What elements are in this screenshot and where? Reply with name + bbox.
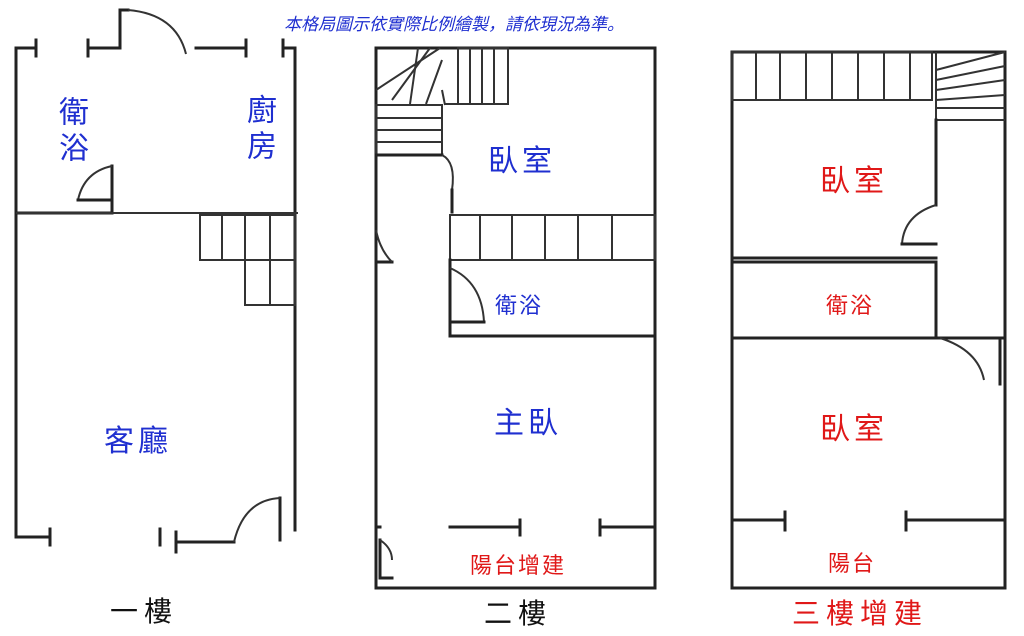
floor2-balcony-label: 陽台增建: [470, 554, 567, 579]
floor1-title: 一樓: [110, 595, 179, 628]
floor1-living-room-label: 客廳: [104, 424, 172, 459]
floor2-stairs-middle: [449, 214, 656, 261]
floor1-kitchen-label: 廚房: [241, 94, 276, 166]
floor2-master-bedroom-label: 主臥: [494, 406, 562, 441]
disclaimer-note: 本格局圖示依實際比例繪製，請依現況為準。: [284, 15, 624, 35]
floor3-plan: [730, 50, 1007, 590]
floor2-stairs-left: [375, 47, 446, 156]
floor1-plan: [14, 8, 298, 554]
floor3-stairs: [731, 51, 1006, 121]
floor1-bathroom-label: 衛浴: [53, 96, 88, 168]
floor2-bathroom-wall: [448, 258, 657, 338]
floor2-title: 二樓: [484, 597, 553, 630]
floor2-plan: [374, 46, 657, 590]
floor3-outer-wall: [730, 50, 1007, 590]
floor3-bathroom-label: 衛浴: [826, 294, 875, 319]
floor3-title: 三樓增建: [792, 597, 929, 630]
floor1-front-door: [233, 497, 281, 543]
floor2-bathroom-label: 衛浴: [495, 294, 544, 319]
floor2-outer-wall: [374, 46, 657, 590]
floor1-left-wall: [14, 46, 52, 539]
floor1-bathroom-wall: [14, 164, 114, 215]
floor3-bedroom-bottom-label: 臥室: [820, 412, 888, 447]
floor2-bedroom-label: 臥室: [488, 144, 556, 179]
floor2-stairs-top: [445, 47, 509, 105]
floor3-bedroom-top-label: 臥室: [820, 164, 888, 199]
floor1-stairs: [199, 214, 296, 306]
floor3-balcony-label: 陽台: [828, 552, 877, 577]
